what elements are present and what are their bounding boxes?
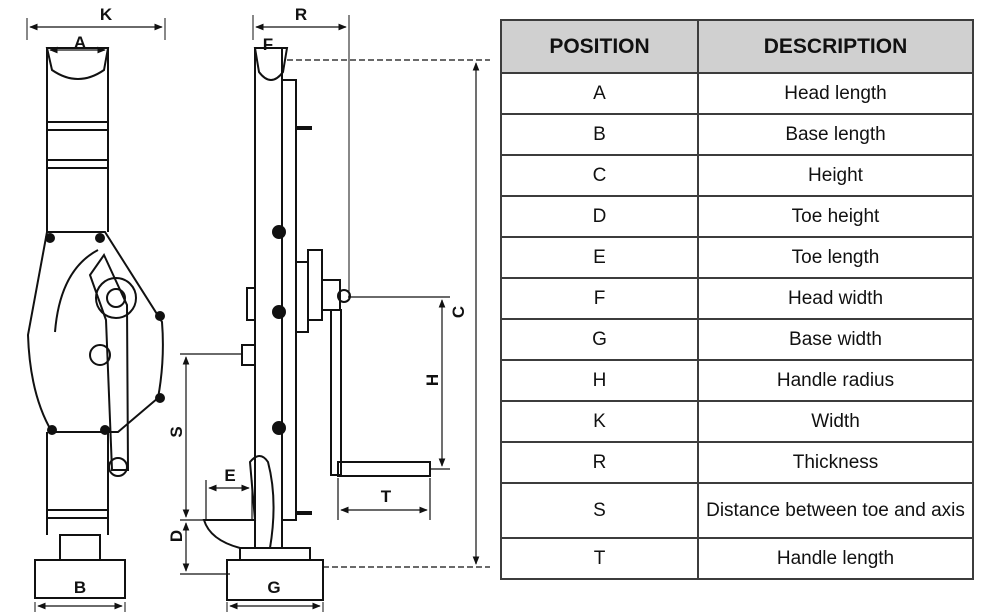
position-cell: F	[500, 277, 699, 320]
position-cell: K	[500, 400, 699, 443]
description-cell: Thickness	[697, 441, 974, 484]
jack-dimension-diagram: K A B R F C H S E D G T	[26, 5, 490, 612]
gear-housing	[26, 231, 164, 433]
position-cell: B	[500, 113, 699, 156]
description-cell: Width	[697, 400, 974, 443]
description-cell: Head length	[697, 72, 974, 115]
label-g: G	[267, 578, 280, 597]
description-cell: Head width	[697, 277, 974, 320]
description-cell: Distance between toe and axis	[697, 482, 974, 539]
position-header: POSITION	[500, 19, 699, 74]
description-cell: Handle radius	[697, 359, 974, 402]
description-cell: Toe length	[697, 236, 974, 279]
description-cell: Handle length	[697, 537, 974, 580]
dimension-labels: K A B R F C H S E D G T	[74, 5, 468, 597]
position-cell: S	[500, 482, 699, 539]
handle-grip	[337, 461, 431, 477]
label-e: E	[224, 466, 235, 485]
side-base	[226, 559, 324, 601]
side-view	[202, 15, 431, 612]
jack-head	[45, 47, 110, 80]
position-cell: C	[500, 154, 699, 197]
label-b: B	[74, 578, 86, 597]
label-t: T	[381, 487, 392, 506]
position-cell: H	[500, 359, 699, 402]
position-cell: E	[500, 236, 699, 279]
label-c: C	[449, 306, 468, 318]
label-k: K	[100, 5, 113, 24]
front-view	[26, 18, 166, 612]
jack-toe	[202, 455, 275, 549]
description-cell: Toe height	[697, 195, 974, 238]
label-f: F	[263, 35, 273, 54]
description-cell: Height	[697, 154, 974, 197]
description-header: DESCRIPTION	[697, 19, 974, 74]
position-cell: T	[500, 537, 699, 580]
table-header-row: POSITION DESCRIPTION	[500, 19, 974, 74]
label-h: H	[423, 374, 442, 386]
position-cell: R	[500, 441, 699, 484]
description-cell: Base width	[697, 318, 974, 361]
dimension-lines	[37, 46, 490, 610]
description-cell: Base length	[697, 113, 974, 156]
jack-base	[34, 559, 126, 599]
position-cell: A	[500, 72, 699, 115]
label-a: A	[74, 33, 86, 52]
label-d: D	[167, 530, 186, 542]
label-s: S	[167, 426, 186, 437]
position-cell: D	[500, 195, 699, 238]
position-cell: G	[500, 318, 699, 361]
label-r: R	[295, 5, 307, 24]
